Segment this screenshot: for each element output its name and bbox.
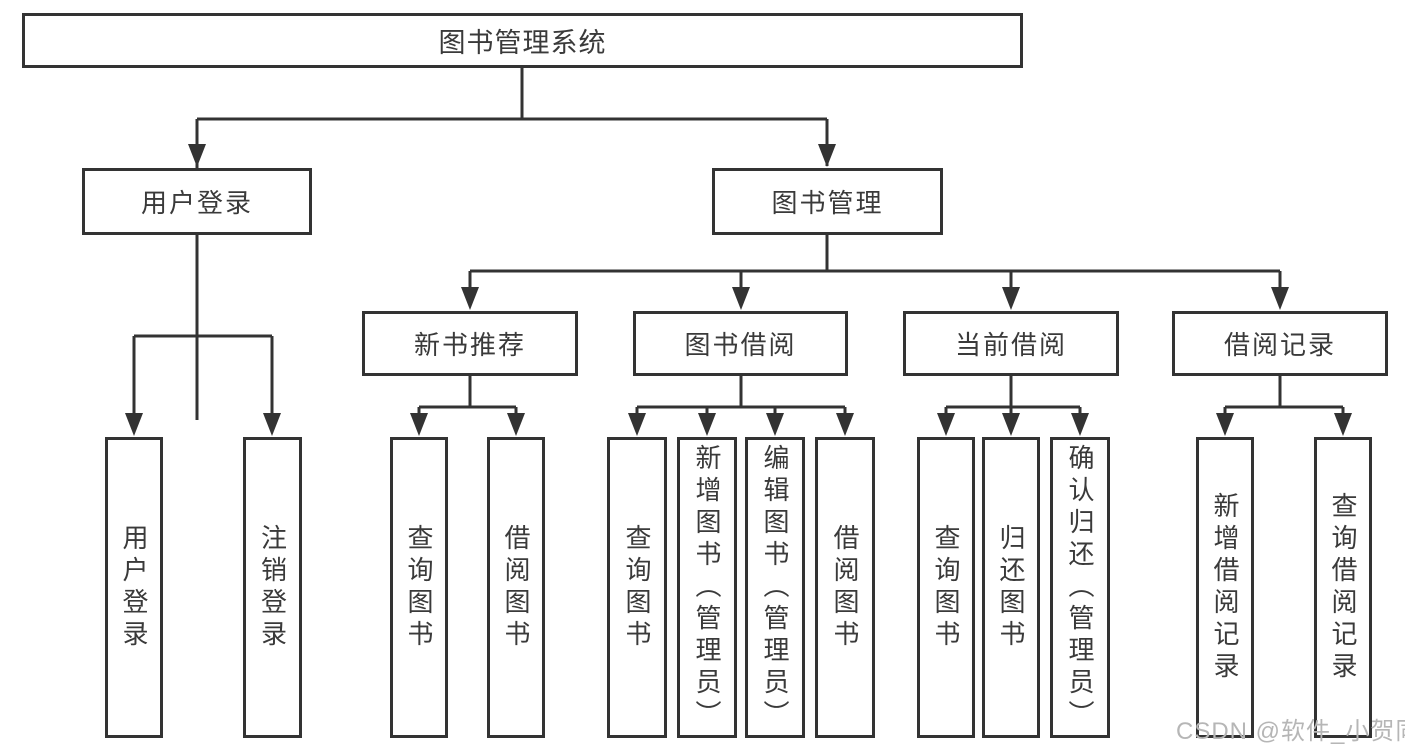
leaf-cb-confirm-return-admin: 确认归还（管理员） — [1050, 437, 1110, 738]
leaf-cb-confirm-return-admin-label: 确认归还（管理员） — [1065, 443, 1095, 732]
node-user-login: 用户登录 — [82, 168, 312, 235]
leaf-nb-borrow-books: 借阅图书 — [487, 437, 545, 738]
node-book-management-system: 图书管理系统 — [22, 13, 1023, 68]
leaf-nb-borrow-books-label: 借阅图书 — [501, 523, 531, 652]
node-borrow-records: 借阅记录 — [1172, 311, 1388, 376]
node-book-management-system-label: 图书管理系统 — [438, 28, 607, 58]
leaf-logout: 注销登录 — [243, 437, 302, 738]
node-current-borrow-label: 当前借阅 — [954, 330, 1067, 360]
leaf-bb-borrow-books-label: 借阅图书 — [830, 523, 860, 652]
node-book-borrow-label: 图书借阅 — [684, 330, 797, 360]
leaf-user-login-label: 用户登录 — [119, 523, 149, 652]
leaf-nb-query-books: 查询图书 — [390, 437, 448, 738]
node-user-login-label: 用户登录 — [140, 188, 253, 218]
leaf-cb-query-books: 查询图书 — [917, 437, 975, 738]
leaf-user-login: 用户登录 — [105, 437, 163, 738]
leaf-bb-add-books-admin: 新增图书（管理员） — [677, 437, 737, 738]
leaf-br-query-record: 查询借阅记录 — [1314, 437, 1372, 738]
watermark: CSDN @软件_小贺同学 — [1176, 718, 1405, 745]
leaf-br-add-record-label: 新增借阅记录 — [1210, 491, 1240, 684]
node-book-management-label: 图书管理 — [771, 188, 884, 218]
leaf-bb-query-books: 查询图书 — [607, 437, 667, 738]
node-current-borrow: 当前借阅 — [903, 311, 1119, 376]
node-borrow-records-label: 借阅记录 — [1223, 330, 1336, 360]
node-new-book-recommend: 新书推荐 — [362, 311, 578, 376]
leaf-bb-edit-books-admin-label: 编辑图书（管理员） — [760, 443, 790, 732]
node-book-management: 图书管理 — [712, 168, 943, 235]
leaf-cb-query-books-label: 查询图书 — [931, 523, 961, 652]
leaf-br-add-record: 新增借阅记录 — [1196, 437, 1254, 738]
leaf-bb-edit-books-admin: 编辑图书（管理员） — [745, 437, 805, 738]
node-new-book-recommend-label: 新书推荐 — [413, 330, 526, 360]
leaf-nb-query-books-label: 查询图书 — [404, 523, 434, 652]
leaf-bb-query-books-label: 查询图书 — [622, 523, 652, 652]
leaf-cb-return-books-label: 归还图书 — [996, 523, 1026, 652]
leaf-cb-return-books: 归还图书 — [982, 437, 1040, 738]
node-book-borrow: 图书借阅 — [633, 311, 848, 376]
leaf-logout-label: 注销登录 — [257, 523, 288, 652]
leaf-br-query-record-label: 查询借阅记录 — [1328, 491, 1358, 684]
leaf-bb-borrow-books: 借阅图书 — [815, 437, 875, 738]
leaf-bb-add-books-admin-label: 新增图书（管理员） — [692, 443, 722, 732]
